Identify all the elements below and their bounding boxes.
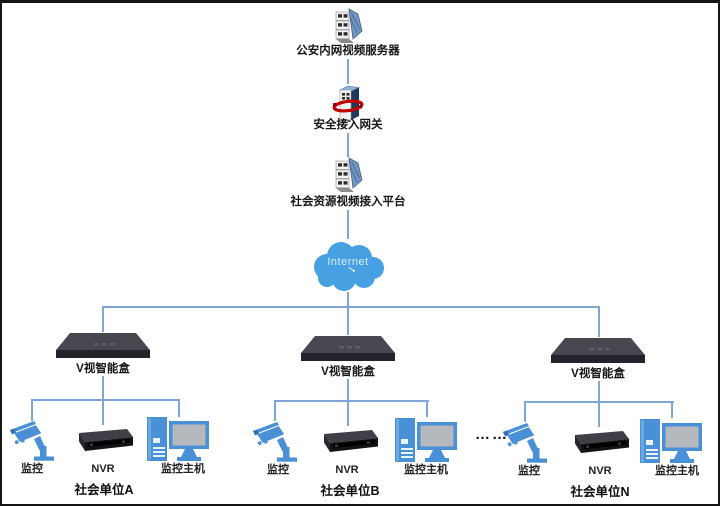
nvr-label-n: NVR	[588, 465, 612, 477]
nvr-label-a: NVR	[91, 463, 115, 475]
monitor-host-icon	[145, 415, 211, 465]
unit-b-name: 社会单位B	[320, 484, 380, 498]
appliance-box-icon	[53, 331, 153, 365]
camera-label-b: 监控	[267, 464, 289, 476]
gateway-label: 安全接入网关	[313, 119, 383, 131]
unit-a-bus	[31, 399, 180, 401]
drop-host-n	[671, 401, 673, 418]
host-label-b: 监控主机	[404, 464, 448, 476]
nvr-icon	[566, 426, 630, 462]
drop-camera-b	[274, 400, 276, 421]
box-drop-unit-b	[347, 379, 349, 401]
drop-nvr-b	[347, 400, 349, 426]
camera-label-a: 监控	[21, 463, 43, 475]
box-drop-unit-n	[598, 381, 600, 402]
drop-nvr-a	[102, 399, 104, 425]
host-label-a: 监控主机	[161, 463, 205, 475]
camera-icon	[9, 419, 55, 463]
platform-label: 社会资源视频接入平台	[290, 196, 406, 208]
unit-a-name: 社会单位A	[74, 483, 134, 497]
nvr-label-b: NVR	[335, 464, 359, 476]
connector-server-gateway	[347, 59, 349, 84]
box-drop-unit-a	[102, 376, 104, 400]
camera-label-n: 监控	[518, 465, 540, 477]
appliance-box-icon	[298, 334, 398, 368]
smartbox-label-b: V视智能盒	[321, 366, 375, 378]
cloud-label: Internet	[327, 256, 369, 268]
drop-line-unit-n	[598, 306, 600, 337]
smartbox-label-a: V视智能盒	[76, 363, 130, 375]
more-units-ellipsis: ……	[475, 426, 509, 443]
host-label-n: 监控主机	[655, 465, 699, 477]
server-icon	[328, 155, 368, 195]
connector-gateway-platform	[347, 133, 349, 157]
camera-icon	[502, 421, 548, 465]
drop-line-unit-b	[347, 306, 349, 335]
drop-camera-n	[524, 401, 526, 422]
connector-platform-cloud	[347, 210, 349, 239]
cloud-icon	[306, 237, 390, 293]
monitor-host-icon	[393, 416, 459, 466]
nvr-icon	[315, 425, 379, 461]
monitor-host-icon	[638, 417, 704, 467]
camera-icon	[252, 420, 298, 464]
unit-n-name: 社会单位N	[570, 485, 630, 499]
server-icon	[328, 6, 368, 46]
police-server-label: 公安内网视频服务器	[296, 45, 400, 57]
appliance-box-icon	[548, 336, 648, 370]
drop-camera-a	[31, 399, 33, 421]
drop-host-a	[178, 399, 180, 417]
nvr-icon	[70, 424, 134, 460]
drop-host-b	[426, 400, 428, 417]
secure-gateway-icon	[330, 83, 366, 123]
connector-cloud-bus	[347, 292, 349, 307]
top-bus-line	[102, 306, 600, 308]
drop-line-unit-a	[102, 306, 104, 332]
smartbox-label-n: V视智能盒	[571, 368, 625, 380]
unit-b-bus	[274, 400, 429, 402]
drop-nvr-n	[598, 401, 600, 427]
